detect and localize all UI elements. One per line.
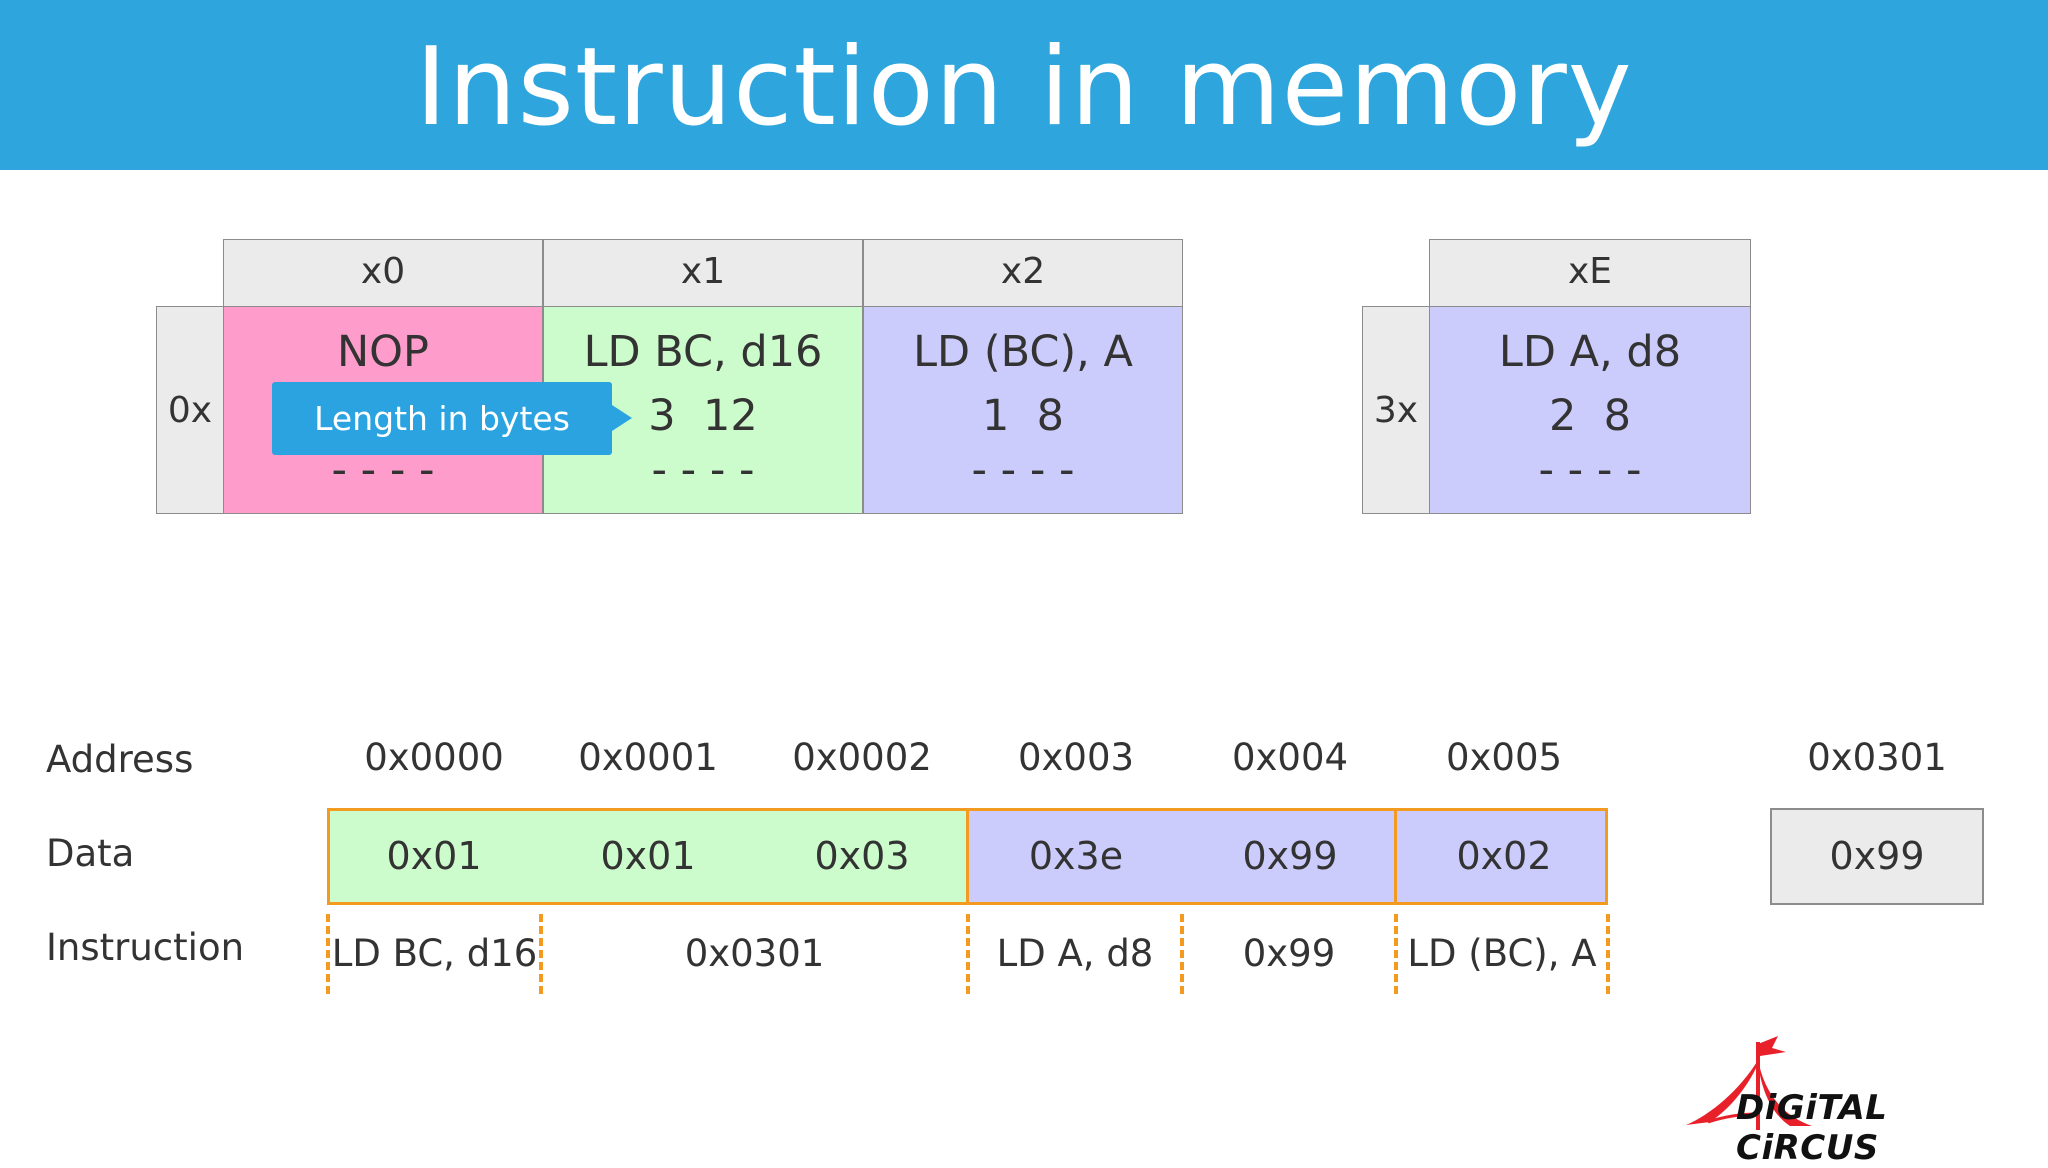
opcode-table-left: x0 x1 x2 0x NOP - - - - LD BC, d16 3 12 …	[156, 238, 1184, 516]
column-header-x0: x0	[223, 239, 543, 307]
data-cell: 0x01	[600, 834, 696, 878]
data-group-ld-bc-a	[1394, 808, 1608, 905]
column-header-x1: x1	[543, 239, 863, 307]
target-address: 0x0301	[1807, 736, 1947, 779]
address-cell: 0x0000	[364, 736, 504, 779]
length-in-bytes-tooltip: Length in bytes	[272, 382, 612, 455]
data-cell: 0x3e	[1028, 834, 1124, 878]
opcode-flags: - - - -	[1538, 445, 1642, 495]
column-header-x2: x2	[863, 239, 1183, 307]
instruction-divider	[1394, 914, 1398, 994]
data-group-ld-a-d8	[966, 808, 1397, 905]
opcode-cell-ld-bc-a: LD (BC), A 1 8 - - - -	[863, 306, 1183, 514]
opcode-mnemonic: LD (BC), A	[913, 327, 1133, 377]
address-cell: 0x0001	[578, 736, 718, 779]
opcode-length: 3	[648, 391, 676, 441]
tooltip-pointer-icon	[612, 405, 632, 431]
opcode-length-cycles: 2 8	[1430, 391, 1750, 441]
opcode-length: 1	[981, 391, 1010, 441]
instruction-divider	[1180, 914, 1184, 994]
opcode-cycles: 8	[1603, 391, 1632, 441]
row-header-0x: 0x	[156, 306, 224, 514]
instruction-cell: LD BC, d16	[331, 932, 538, 975]
row-header-label: 0x	[167, 389, 213, 431]
opcode-length-cycles: 3 12	[544, 391, 862, 441]
instruction-cell: 0x99	[1242, 932, 1336, 975]
page-title: Instruction in memory	[415, 25, 1633, 150]
target-data-cell: 0x99	[1770, 808, 1984, 905]
column-header-xe: xE	[1429, 239, 1751, 307]
logo-wordmark: DiGiTAL CiRCUS	[1736, 1088, 1888, 1168]
address-cell: 0x004	[1231, 736, 1349, 779]
data-row-label: Data	[46, 832, 135, 875]
address-cell: 0x0002	[792, 736, 932, 779]
opcode-table-right: xE 3x LD A, d8 2 8 - - - -	[1362, 238, 1752, 516]
instruction-cell: LD (BC), A	[1407, 932, 1597, 975]
instruction-divider	[966, 914, 970, 994]
instruction-cell: 0x0301	[684, 932, 825, 975]
opcode-flags: - - - -	[971, 445, 1075, 495]
data-group-ld-bc-d16	[327, 808, 969, 905]
row-header-label: 3x	[1373, 389, 1419, 431]
row-header-3x: 3x	[1362, 306, 1430, 514]
address-cell: 0x005	[1445, 736, 1563, 779]
opcode-length-cycles: 1 8	[864, 391, 1182, 441]
opcode-mnemonic: NOP	[337, 327, 429, 377]
opcode-length: 2	[1548, 391, 1577, 441]
opcode-cycles: 8	[1036, 391, 1065, 441]
address-row-label: Address	[46, 738, 194, 781]
circus-tent-icon	[1686, 1036, 1812, 1130]
opcode-cycles: 12	[702, 391, 758, 441]
opcode-mnemonic: LD A, d8	[1498, 327, 1682, 377]
data-cell: 0x01	[386, 834, 482, 878]
title-bar	[0, 0, 2048, 170]
opcode-flags: - - - -	[651, 445, 755, 495]
data-cell: 0x99	[1242, 834, 1338, 878]
data-cell: 0x02	[1456, 834, 1552, 878]
instruction-row-label: Instruction	[46, 926, 245, 969]
instruction-divider	[539, 914, 543, 994]
digital-circus-logo: DiGiTAL CiRCUS	[1680, 1030, 2040, 1168]
instruction-cell: LD A, d8	[996, 932, 1154, 975]
instruction-divider	[1606, 914, 1610, 994]
address-cell: 0x003	[1017, 736, 1135, 779]
opcode-mnemonic: LD BC, d16	[583, 327, 823, 377]
opcode-cell-ld-a-d8: LD A, d8 2 8 - - - -	[1429, 306, 1751, 514]
instruction-divider	[326, 914, 330, 994]
data-cell: 0x03	[814, 834, 910, 878]
